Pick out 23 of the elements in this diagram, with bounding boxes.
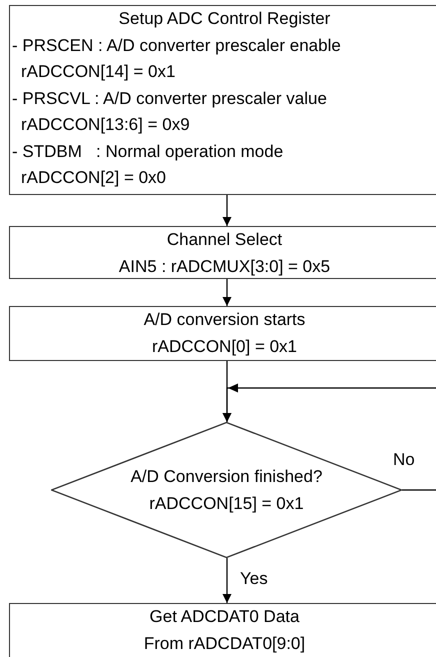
- step-text: - PRSCVL : A/D converter prescaler value: [11, 88, 328, 110]
- step-title: Channel Select: [166, 229, 284, 251]
- process-box: [9, 5, 436, 195]
- step-text: rADCCON[15] = 0x1: [148, 492, 305, 514]
- arrow: [222, 279, 232, 306]
- step-title: A/D conversion starts: [142, 309, 306, 331]
- arrow: [222, 384, 436, 491]
- step-text: rADCCON[14] = 0x1: [20, 61, 176, 83]
- step-text: rADCCON[0] = 0x1: [150, 336, 298, 358]
- step-text: - STDBM : Normal operation mode: [11, 140, 284, 162]
- step-text: From rADCDAT0[9:0]: [142, 632, 306, 654]
- process-box: [9, 306, 436, 361]
- step-text: rADCCON[2] = 0x0: [20, 167, 168, 189]
- step-title: A/D Conversion finished?: [130, 466, 324, 488]
- arrow: [222, 558, 232, 603]
- step-text: rADCCON[13:6] = 0x9: [20, 114, 191, 136]
- step-text: - PRSCEN : A/D converter prescaler enable: [11, 34, 342, 56]
- step-text: AIN5 : rADCMUX[3:0] = 0x5: [118, 256, 332, 278]
- process-box: [9, 226, 436, 279]
- step-title: Get ADCDAT0 Data: [148, 606, 300, 628]
- step-title: Setup ADC Control Register: [118, 8, 332, 30]
- process-box: [9, 603, 436, 657]
- arrow: [222, 195, 232, 226]
